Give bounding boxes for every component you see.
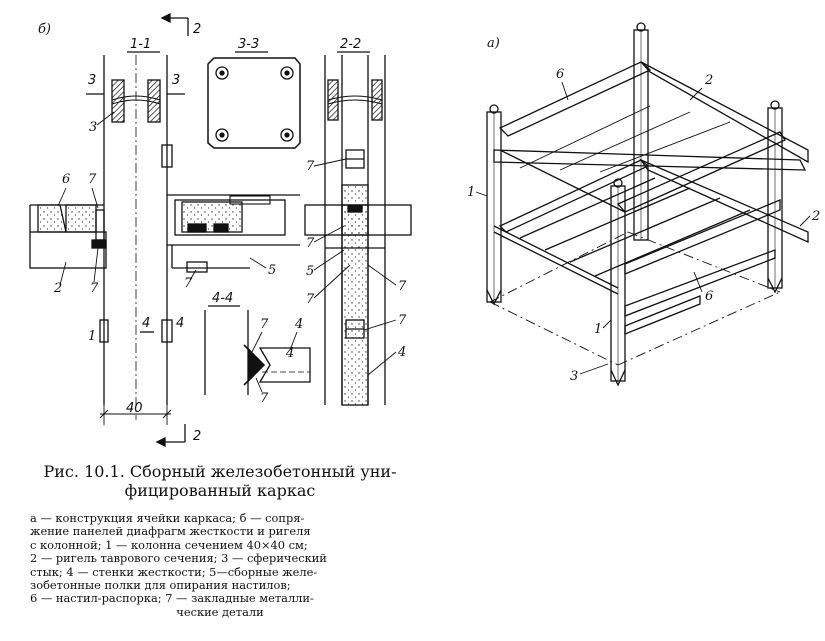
callout-3-b: 3 xyxy=(570,369,578,384)
column-section-2-2 xyxy=(304,55,412,406)
column-section-3-3 xyxy=(207,57,301,149)
callout-2-c: 2 xyxy=(811,209,820,224)
legend-line: зобетонные полки для опирания настилов; xyxy=(30,578,291,593)
callout-7-a: 7 xyxy=(88,172,97,187)
panel-a-label: а) xyxy=(487,36,500,51)
legend-line: жение панелей диафрагм жесткости и ригел… xyxy=(30,524,311,539)
callout-1-c: 1 xyxy=(594,322,602,337)
callout-7-f: 7 xyxy=(306,159,315,174)
legend-line: ческие детали xyxy=(176,604,264,619)
panel-a: а) xyxy=(467,22,820,387)
callout-7-g: 7 xyxy=(306,236,315,251)
section-3-3-label: 3-3 xyxy=(238,37,259,52)
cut-2-bottom-label: 2 xyxy=(193,429,201,444)
cut-2-top-label: 2 xyxy=(193,22,201,37)
diaphragm-panel-right xyxy=(167,194,300,273)
callout-6-c: 6 xyxy=(705,289,713,304)
cut-3-left-label: 3 xyxy=(88,73,96,88)
callout-2-a: 2 xyxy=(53,281,62,296)
panel-b-label: б) xyxy=(38,22,51,37)
cut-2-top-marker: 2 xyxy=(160,12,201,37)
callout-5: 5 xyxy=(268,263,276,278)
callout-7-b: 7 xyxy=(90,281,99,296)
cut-3-marker: 3 3 xyxy=(86,73,185,95)
upper-girders xyxy=(493,61,809,213)
callout-7-c: 7 xyxy=(184,276,193,291)
columns xyxy=(486,22,783,387)
dimension-40: 40 xyxy=(99,401,172,425)
girder-left xyxy=(29,204,107,269)
callout-4-c: 4 xyxy=(397,345,406,360)
upper-deck xyxy=(519,105,731,173)
callout-7-d: 7 xyxy=(260,317,269,332)
lower-girders xyxy=(493,158,809,335)
section-2-2-label: 2-2 xyxy=(340,37,361,52)
cut-3-right-label: 3 xyxy=(172,73,180,88)
section-4-4-label: 4-4 xyxy=(212,291,233,306)
callout-4-b: 4 xyxy=(285,346,294,361)
legend-line: с колонной; 1 — колонна сечением 40×40 с… xyxy=(30,537,308,552)
column-section-4-4 xyxy=(204,310,311,395)
dimension-40-label: 40 xyxy=(126,401,143,416)
callout-2-b: 2 xyxy=(704,73,713,88)
callout-6-a: 6 xyxy=(62,172,70,187)
panel-b: б) 2 1-1 3 3 xyxy=(29,12,412,448)
caption-line-1: Рис. 10.1. Сборный железобетонный уни- xyxy=(43,462,397,481)
ground-outline xyxy=(489,231,781,366)
callout-4-a: 4 xyxy=(294,317,303,332)
legend-line: 6 — настил-распорка; 7 — закладные метал… xyxy=(30,591,314,606)
legend-line: 2 — ригель таврового сечения; 3 — сферич… xyxy=(30,551,327,566)
callout-7-e: 7 xyxy=(260,391,269,406)
callout-1-a: 1 xyxy=(88,329,96,344)
callout-7-i: 7 xyxy=(398,279,407,294)
legend-line: а — конструкция ячейки каркаса; б — сопр… xyxy=(30,511,305,525)
callout-7-h: 7 xyxy=(306,292,315,307)
figure-caption: Рис. 10.1. Сборный железобетонный уни- ф… xyxy=(30,462,410,500)
callout-5-b: 5 xyxy=(306,264,314,279)
callout-6-b: 6 xyxy=(556,67,564,82)
legend-line: стык; 4 — стенки жесткости; 5—сборные же… xyxy=(30,564,318,579)
figure-legend: а — конструкция ячейки каркаса; б — сопр… xyxy=(30,511,410,619)
column-section-1-1 xyxy=(99,55,173,420)
callout-3-a: 3 xyxy=(89,120,97,135)
cut-2-bottom-marker: 2 xyxy=(155,424,201,448)
cut-4-right-label: 4 xyxy=(176,316,184,331)
cut-4-left-label: 4 xyxy=(142,316,150,331)
section-1-1-label: 1-1 xyxy=(130,37,151,52)
caption-line-2: фицированный каркас xyxy=(124,481,316,500)
callout-1-b: 1 xyxy=(467,185,475,200)
callout-7-j: 7 xyxy=(398,313,407,328)
